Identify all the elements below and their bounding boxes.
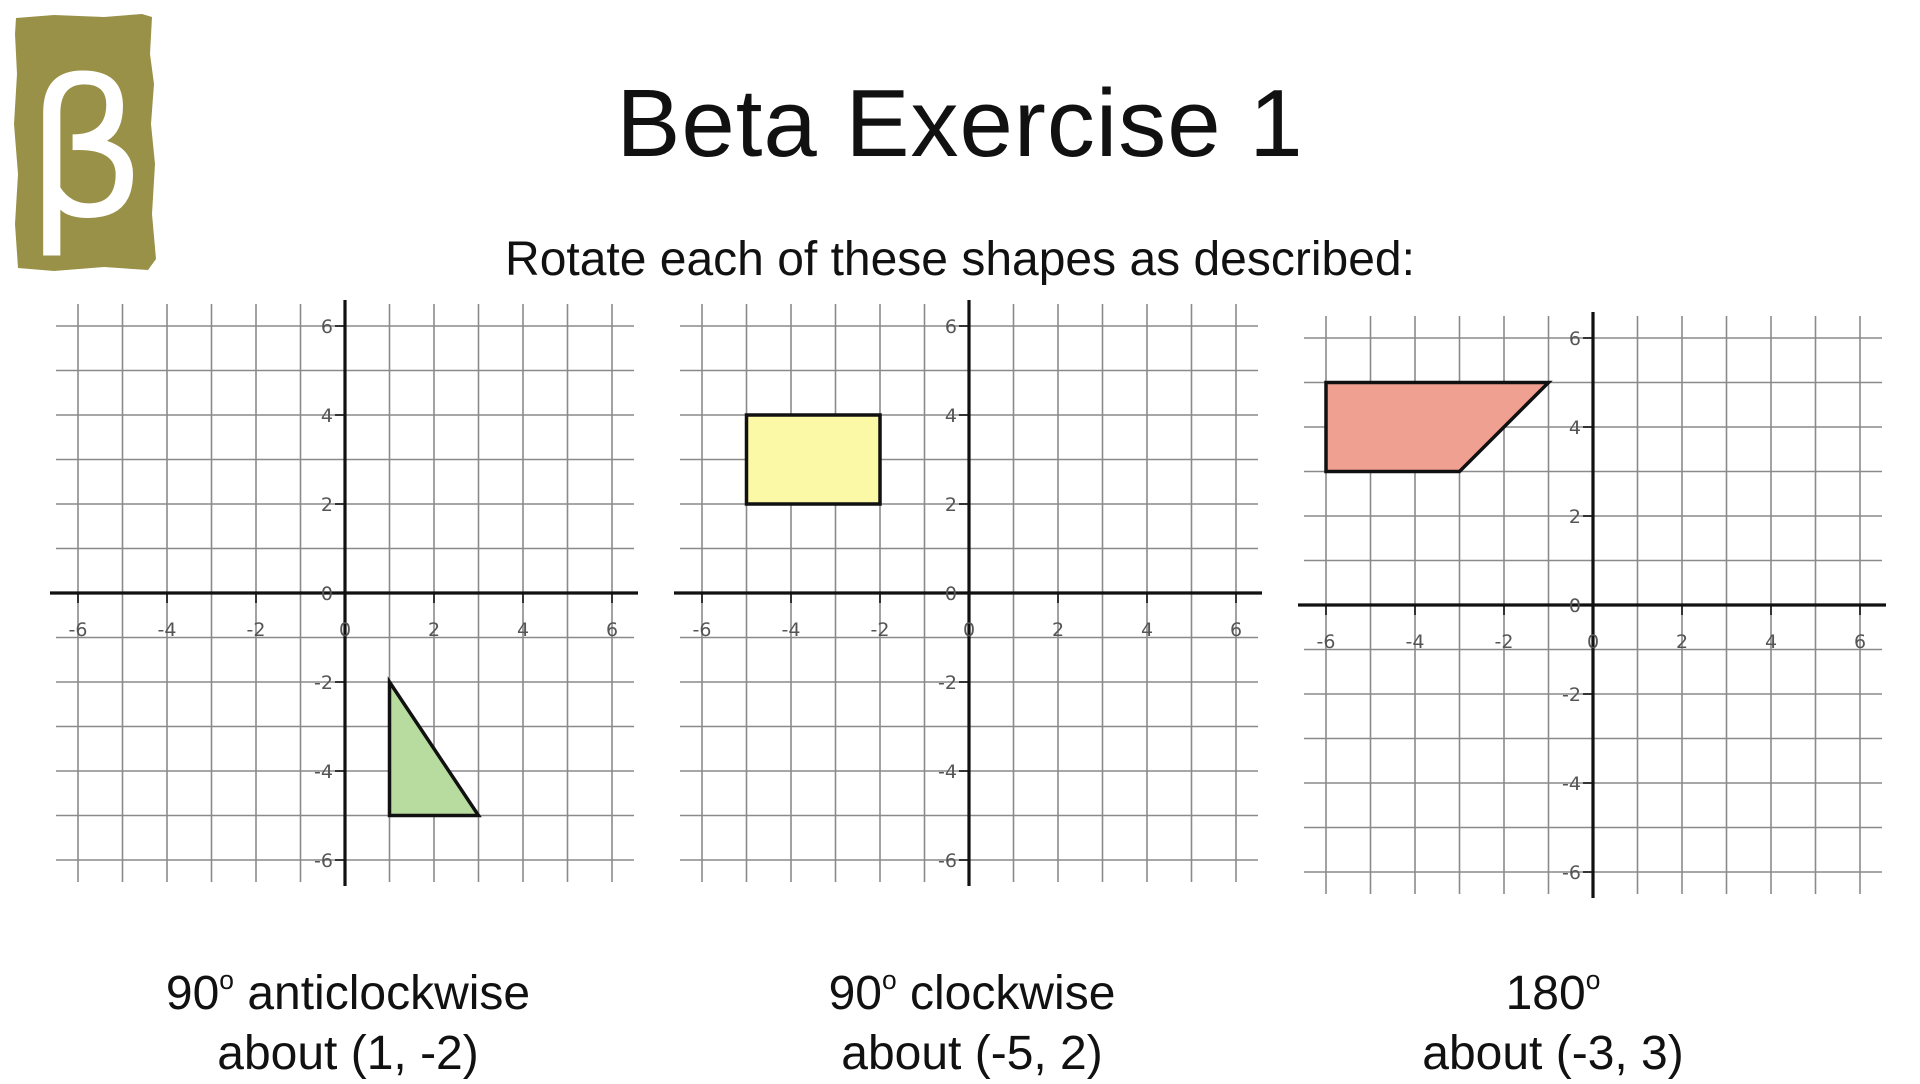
caption-3-rotation: 180o (1273, 950, 1833, 1024)
caption-1-rotation: 90o anticlockwise (68, 950, 628, 1024)
x-tick-label: -4 (158, 619, 177, 641)
x-tick-label: 6 (606, 619, 618, 641)
y-tick-label: -6 (938, 850, 957, 872)
caption-2-rotation: 90o clockwise (692, 950, 1252, 1024)
y-tick-label: 6 (1569, 328, 1581, 350)
caption-2-angle: 90 (828, 966, 882, 1020)
y-tick-label: -2 (314, 672, 333, 694)
degree-symbol: o (1585, 965, 1601, 995)
x-tick-label: 4 (1141, 619, 1153, 641)
y-tick-label: 0 (1569, 595, 1581, 617)
shape-2 (744, 413, 882, 506)
y-tick-label: 4 (1569, 417, 1581, 439)
y-tick-label: 6 (321, 316, 333, 338)
x-tick-label: 2 (1676, 631, 1688, 653)
x-tick-label: 0 (1587, 631, 1599, 653)
x-tick-label: -2 (247, 619, 266, 641)
y-tick-label: -4 (1562, 773, 1581, 795)
x-tick-label: -6 (693, 619, 712, 641)
caption-1-angle: 90 (165, 966, 220, 1020)
x-tick-label: 2 (1052, 619, 1064, 641)
caption-2-centre: about (-5, 2) (841, 1026, 1103, 1080)
beta-logo: β (14, 14, 156, 271)
y-tick-label: 2 (945, 494, 957, 516)
caption-2-direction: clockwise (910, 966, 1116, 1020)
instructions: Rotate each of these shapes as described… (505, 233, 1415, 286)
x-tick-label: 4 (517, 619, 529, 641)
x-tick-label: 4 (1765, 631, 1777, 653)
coordinate-grid-1: -6 -4 -2 0 2 4 6 6 4 2 0 -2 -4 -6 (50, 300, 638, 886)
y-tick-label: -2 (938, 672, 957, 694)
x-tick-label: 0 (963, 619, 975, 641)
coordinate-grid-2: -6 -4 -2 0 2 4 6 6 4 2 0 -2 -4 -6 (674, 300, 1262, 886)
y-tick-label: -4 (938, 761, 957, 783)
caption-1-centre: about (1, -2) (217, 1026, 479, 1080)
degree-symbol: o (219, 965, 234, 995)
x-tick-label: -4 (782, 619, 801, 641)
y-tick-label: 4 (321, 405, 333, 427)
x-tick-label: 2 (428, 619, 440, 641)
x-tick-label: 6 (1230, 619, 1242, 641)
coordinate-grid-3: -6 -4 -2 0 2 4 6 6 4 2 0 -2 -4 -6 (1298, 312, 1886, 898)
y-tick-label: 6 (945, 316, 957, 338)
y-tick-label: -4 (314, 761, 333, 783)
y-tick-label: 2 (1569, 506, 1581, 528)
caption-1-direction: anticlockwise (247, 966, 531, 1020)
x-tick-label: -6 (1317, 631, 1336, 653)
x-tick-label: -2 (871, 619, 890, 641)
x-tick-label: 6 (1854, 631, 1866, 653)
x-tick-label: -6 (69, 619, 88, 641)
caption-3-angle: 180 (1505, 966, 1586, 1020)
shape-3 (1324, 380, 1553, 474)
degree-symbol: o (881, 965, 897, 995)
shape-1 (387, 676, 482, 818)
y-tick-label: 0 (321, 583, 333, 605)
caption-3-centre: about (-3, 3) (1422, 1026, 1684, 1080)
y-tick-label: -6 (314, 850, 333, 872)
x-tick-label: -4 (1406, 631, 1425, 653)
logo-background (14, 14, 156, 271)
y-tick-label: 4 (945, 405, 957, 427)
beta-symbol: β (25, 40, 146, 261)
y-tick-label: -6 (1562, 862, 1581, 884)
y-tick-label: 2 (321, 494, 333, 516)
caption-2: 90o clockwise about (-5, 2) (692, 950, 1252, 1084)
page-title: Beta Exercise 1 (616, 70, 1304, 177)
caption-1: 90o anticlockwise about (1, -2) (68, 950, 628, 1084)
x-tick-label: 0 (339, 619, 351, 641)
y-tick-label: -2 (1562, 684, 1581, 706)
x-tick-label: -2 (1495, 631, 1514, 653)
caption-3: 180o about (-3, 3) (1273, 950, 1833, 1084)
y-tick-label: 0 (945, 583, 957, 605)
